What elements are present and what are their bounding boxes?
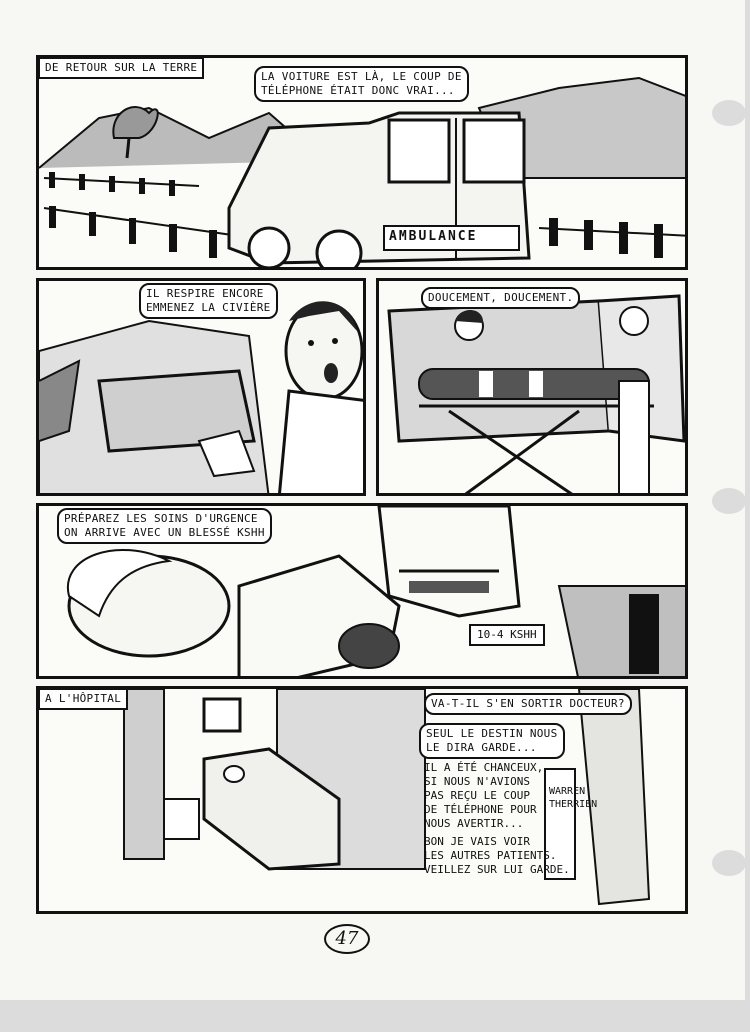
caption-box: A L'HÔPITAL	[39, 689, 129, 710]
hospital-room-drawing	[123, 689, 651, 906]
ambulance-scene-drawing	[39, 76, 685, 267]
panel-breathing: IL RESPIRE ENCORE EMMENEZ LA CIVIÈRE	[36, 278, 366, 496]
punch-hole	[712, 850, 746, 876]
car-wreck-drawing	[39, 301, 363, 493]
stretcher-drawing	[387, 294, 685, 493]
ambulance-sign: AMBULANCE	[389, 229, 478, 244]
speech-bubble: VA-T-IL S'EN SORTIR DOCTEUR?	[424, 693, 632, 715]
radio-reply-burst: 10-4 KSHH	[469, 624, 545, 646]
caption-box: DE RETOUR SUR LA TERRE	[39, 58, 205, 79]
artist-signature: WARREN THERRIEN	[549, 786, 598, 810]
speech-bubble: IL RESPIRE ENCORE EMMENEZ LA CIVIÈRE	[139, 283, 278, 319]
comic-page: DE RETOUR SUR LA TERRE LA VOITURE EST LÀ…	[0, 0, 746, 1000]
punch-hole	[712, 488, 746, 514]
panel-hospital: A L'HÔPITAL VA-T-IL S'EN SORTIR DOCTEUR?…	[36, 686, 688, 914]
radio-scene-drawing	[66, 506, 685, 676]
panel-ambulance-arrival: DE RETOUR SUR LA TERRE LA VOITURE EST LÀ…	[36, 55, 688, 270]
speech-text: BON JE VAIS VOIR LES AUTRES PATIENTS. VE…	[424, 835, 570, 876]
speech-bubble: PRÉPAREZ LES SOINS D'URGENCE ON ARRIVE A…	[57, 508, 272, 544]
panel-stretcher: DOUCEMENT, DOUCEMENT.	[376, 278, 688, 496]
page-number: 47	[324, 924, 370, 954]
speech-bubble: SEUL LE DESTIN NOUS LE DIRA GARDE...	[419, 723, 565, 759]
panel-radio: PRÉPAREZ LES SOINS D'URGENCE ON ARRIVE A…	[36, 503, 688, 679]
speech-text: IL A ÉTÉ CHANCEUX, SI NOUS N'AVIONS PAS …	[424, 761, 544, 830]
speech-bubble: LA VOITURE EST LÀ, LE COUP DE TÉLÉPHONE …	[254, 66, 469, 102]
speech-bubble: DOUCEMENT, DOUCEMENT.	[421, 287, 581, 309]
punch-hole	[712, 100, 746, 126]
